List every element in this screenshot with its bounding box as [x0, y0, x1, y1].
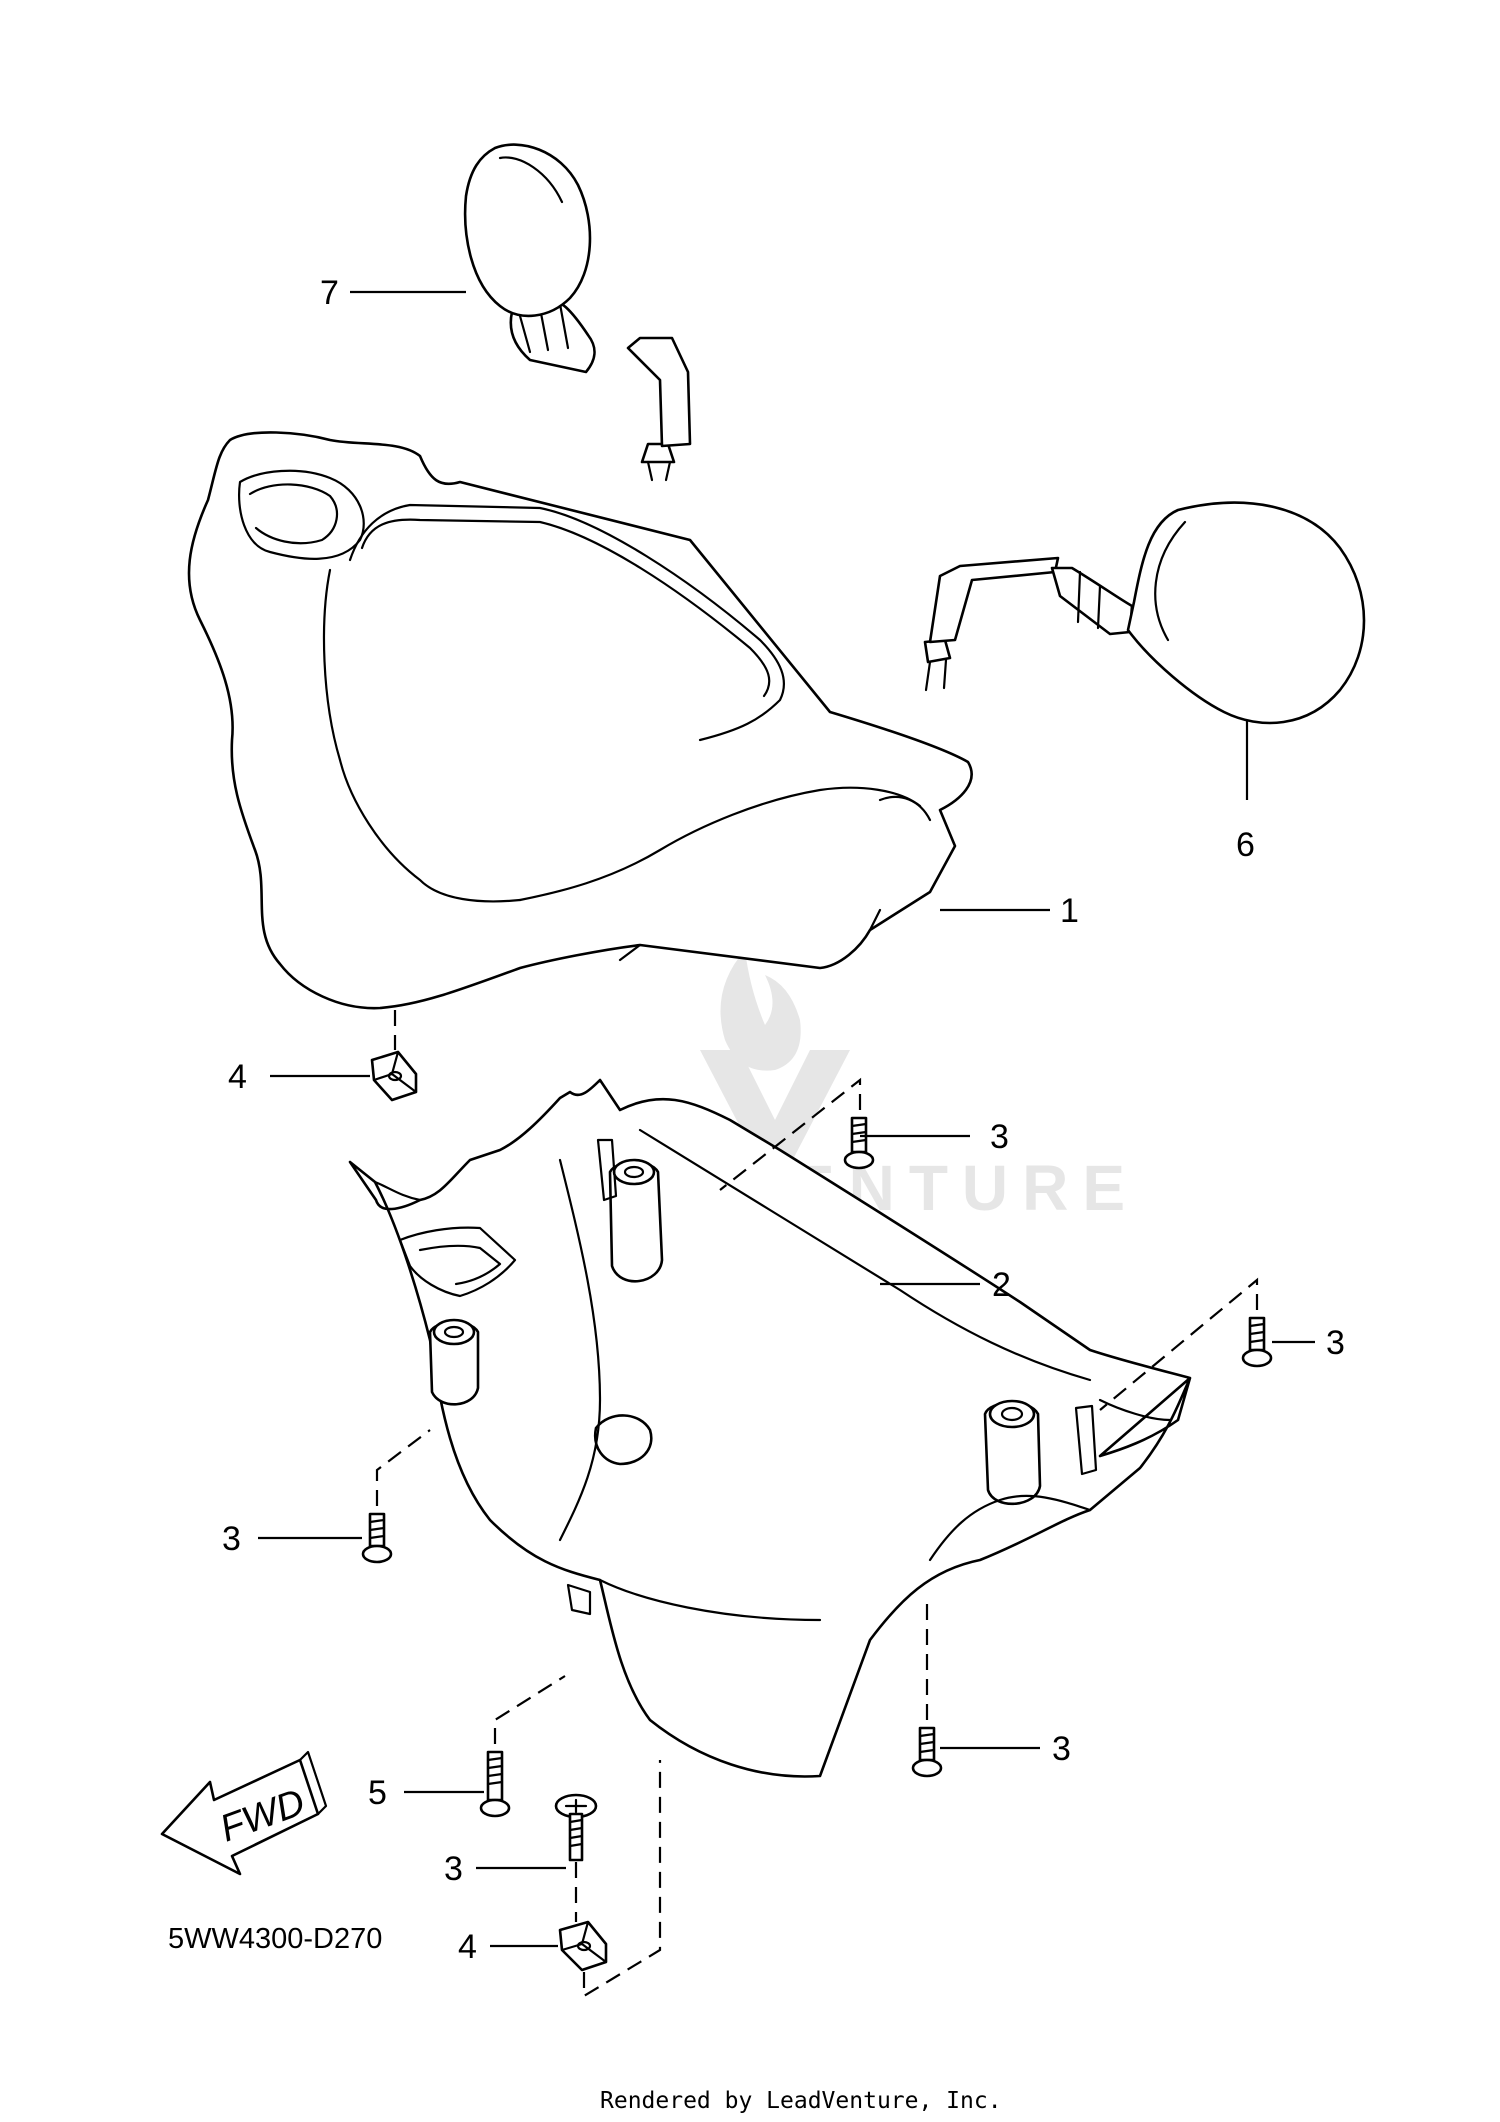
screw-bottom-right — [911, 1726, 943, 1778]
callout-4-lower: 4 — [458, 1928, 477, 1966]
assembly-lines — [375, 1010, 1259, 1998]
callout-6: 6 — [1236, 826, 1255, 864]
callout-5: 5 — [368, 1774, 387, 1812]
screw-part5 — [479, 1750, 511, 1818]
diagram-code: 5WW4300-D270 — [168, 1923, 382, 1955]
screw-bottom-flanged — [554, 1793, 598, 1862]
callout-3-bottom-right: 3 — [1052, 1730, 1071, 1768]
callout-3-bottom: 3 — [444, 1850, 463, 1888]
callout-4-upper: 4 — [228, 1058, 247, 1096]
callout-2: 2 — [992, 1266, 1011, 1304]
clip-nut-upper — [370, 1050, 418, 1102]
screw-right — [1241, 1316, 1273, 1368]
callout-1: 1 — [1060, 892, 1079, 930]
right-mirror — [923, 501, 1366, 725]
callout-3-left: 3 — [222, 1520, 241, 1558]
callout-numbers: 7 6 1 3 2 3 3 4 3 5 3 4 — [222, 274, 1345, 1966]
callout-3-top: 3 — [990, 1118, 1009, 1156]
leader-lines — [258, 290, 1315, 1948]
screw-top-center — [843, 1116, 875, 1170]
fwd-arrow: FWD — [160, 1750, 328, 1876]
footer-credit: Rendered by LeadVenture, Inc. — [600, 2088, 1002, 2114]
callout-7: 7 — [320, 274, 339, 312]
screw-left — [361, 1512, 393, 1564]
lower-handlebar-cover — [348, 1078, 1192, 1778]
clip-nut-lower — [558, 1920, 608, 1972]
upper-handlebar-cover — [187, 431, 973, 1010]
callout-3-right: 3 — [1326, 1324, 1345, 1362]
left-mirror — [463, 143, 692, 482]
